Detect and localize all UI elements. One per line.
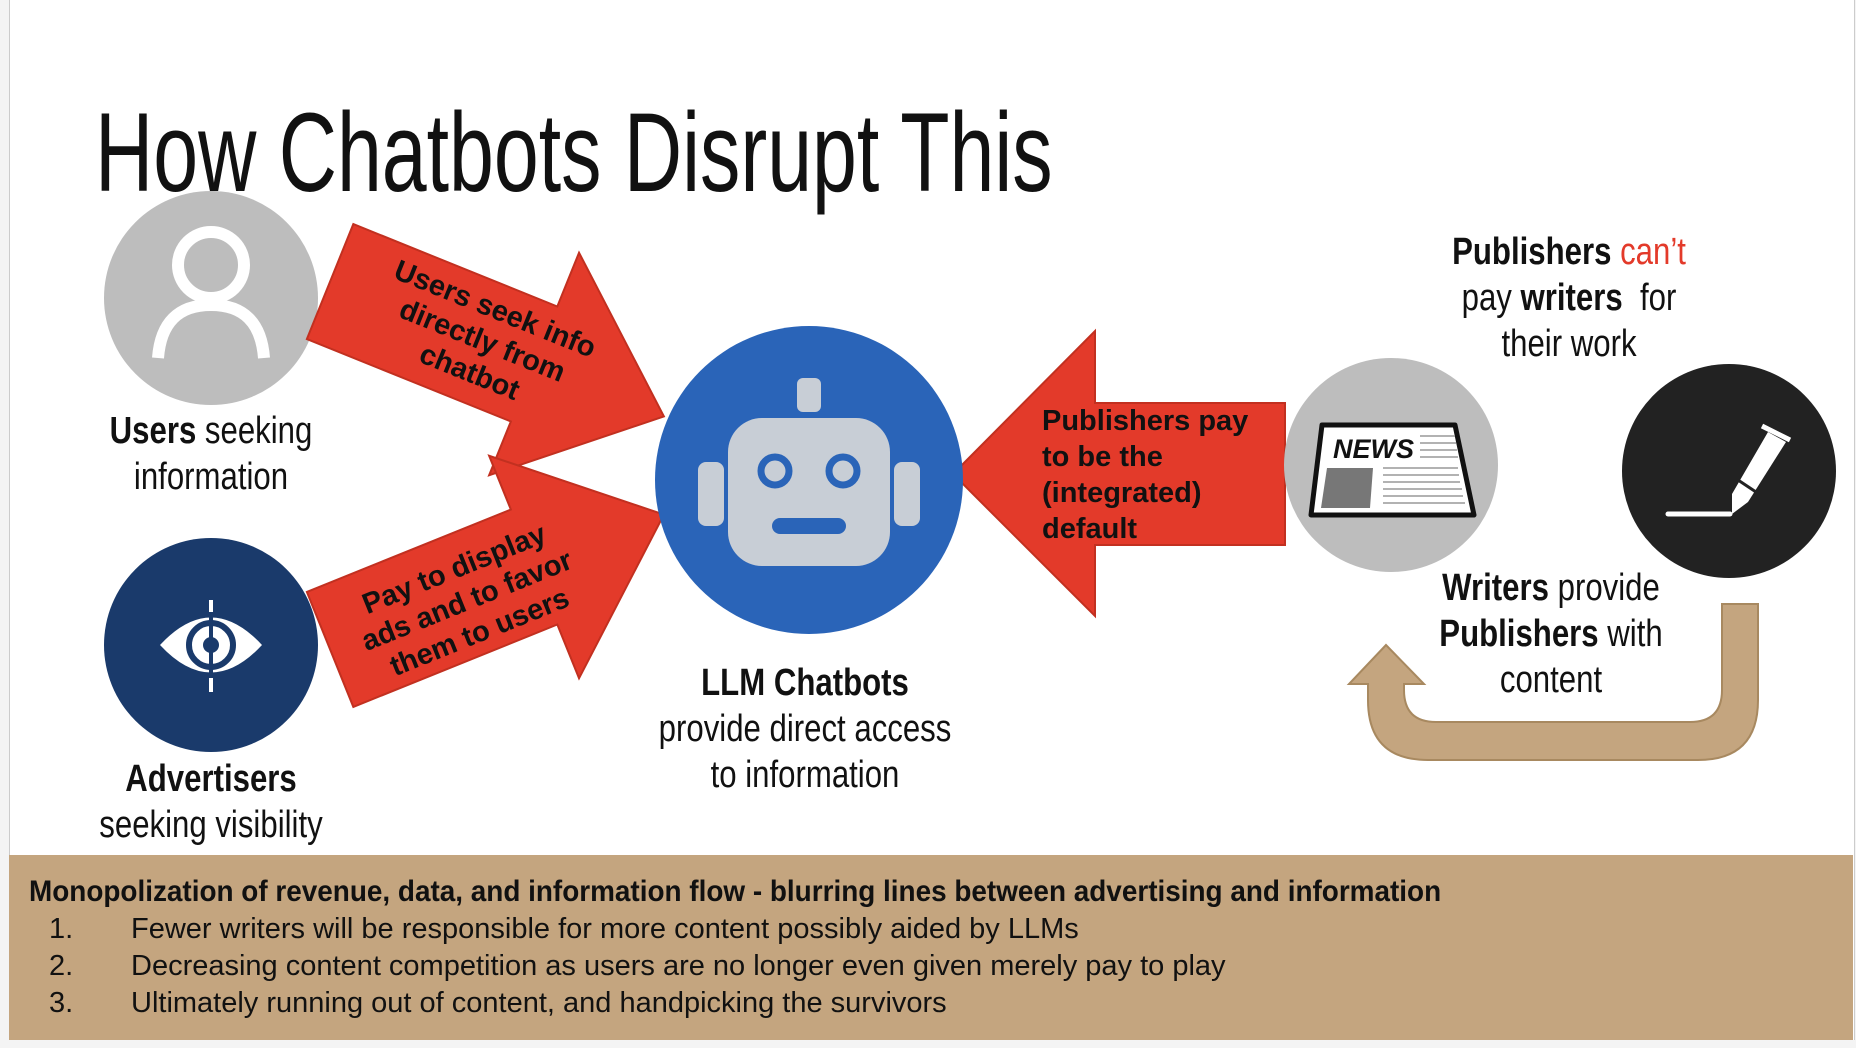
summary-item-number: 3. (49, 987, 74, 1019)
eye-target-icon (104, 538, 318, 752)
arrow-advertisers-to-chatbot (305, 454, 666, 709)
summary-heading: Monopolization of revenue, data, and inf… (29, 875, 1442, 908)
summary-item: 1. Fewer writers will be responsible for … (49, 913, 1079, 946)
page-title: How Chatbots Disrupt This (95, 90, 1053, 215)
arrow-publishers-line: default (1042, 513, 1138, 545)
arrow-publishers-line: to be the (1042, 441, 1163, 473)
users-icon (104, 191, 318, 405)
news-icon-text: NEWS (1333, 434, 1414, 464)
users-label-bold: Users (109, 410, 197, 452)
chatbots-label-bold: LLM Chatbots (701, 662, 909, 704)
return-arrow (1346, 603, 1759, 761)
publishers-note-pay: pay (1461, 277, 1521, 319)
summary-item-text: Decreasing content competition as users … (131, 950, 1226, 982)
summary-item-text: Fewer writers will be responsible for mo… (131, 913, 1079, 945)
summary-item: 3. Ultimately running out of content, and… (49, 987, 947, 1020)
chatbots-label-line2: provide direct access (658, 708, 952, 750)
writers-note-with: with (1598, 613, 1663, 655)
pencil-icon (1622, 364, 1836, 578)
summary-item-number: 2. (49, 950, 74, 982)
arrow-publishers-line: Publishers pay (1042, 405, 1249, 437)
publishers-note-writers: writers (1520, 277, 1623, 319)
summary-item-number: 1. (49, 913, 74, 945)
advertisers-label: Advertisers seeking visibility (99, 756, 322, 848)
publishers-note-for: for (1622, 277, 1677, 319)
writers-note-bold: Writers (1442, 567, 1549, 609)
publishers-note-red: can’t (1620, 231, 1686, 273)
arrow-publishers-text: Publishers pay to be the (integrated) de… (1042, 403, 1248, 547)
chatbots-label: LLM Chatbots provide direct access to in… (659, 660, 952, 798)
publishers-note: Publishers can’t pay writers for their w… (1452, 229, 1686, 367)
publishers-note-line3: their work (1501, 323, 1637, 365)
summary-item: 2. Decreasing content competition as user… (49, 950, 1226, 983)
writers-note-line3: content (1499, 659, 1603, 701)
newspaper-icon: NEWS (1284, 358, 1498, 572)
arrow-users-to-chatbot (305, 222, 666, 477)
chatbots-label-line3: to information (710, 754, 900, 796)
writers-note-publishers: Publishers (1439, 613, 1599, 655)
users-label-rest: seeking (196, 410, 313, 452)
advertisers-label-bold: Advertisers (125, 758, 297, 800)
users-label-line2: information (133, 456, 289, 498)
summary-band: Monopolization of revenue, data, and inf… (9, 855, 1853, 1040)
arrow-publishers-line: (integrated) (1042, 477, 1202, 509)
robot-icon (655, 326, 963, 634)
advertisers-label-line2: seeking visibility (99, 804, 323, 846)
writers-note: Writers provide Publishers with content (1439, 565, 1662, 703)
writers-note-provide: provide (1548, 567, 1660, 609)
users-label: Users seeking information (110, 408, 313, 500)
summary-item-text: Ultimately running out of content, and h… (131, 987, 947, 1019)
publishers-note-bold: Publishers (1452, 231, 1612, 273)
